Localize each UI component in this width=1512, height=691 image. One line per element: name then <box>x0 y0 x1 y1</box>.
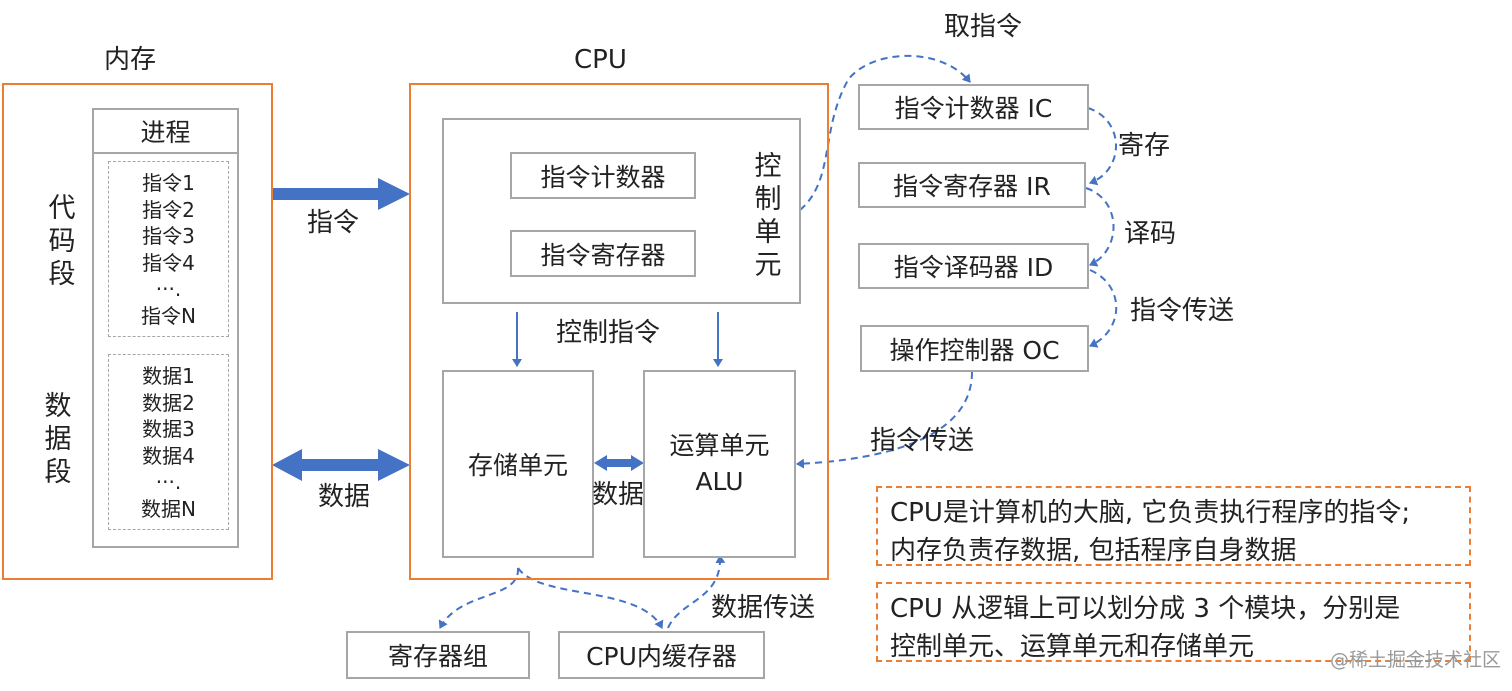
memory-box <box>2 83 273 580</box>
control-instruction-label: 控制指令 <box>556 318 661 348</box>
storage-unit-box: 存储单元 <box>442 370 594 558</box>
cpu-title: CPU <box>574 45 627 75</box>
storage-alu-data-label: 数据 <box>592 480 645 510</box>
data-segment-label: 数 据 段 <box>40 390 76 489</box>
data-item: 数据N <box>141 496 196 521</box>
fetch-dashed-arrow <box>799 54 971 211</box>
register-group-box: 寄存器组 <box>346 631 530 679</box>
control-unit-char: 元 <box>754 250 782 281</box>
data-item: 数据4 <box>142 443 195 468</box>
note-line: 内存负责存数据, 包括程序自身数据 <box>890 536 1297 566</box>
instruction-item: ···. <box>155 277 182 301</box>
data-item: 数据1 <box>142 364 195 388</box>
data-item: 数据2 <box>142 390 195 415</box>
instruction-item: 指令N <box>141 303 196 328</box>
fetch-label: 取指令 <box>944 12 1023 42</box>
process-title: 进程 <box>92 108 239 154</box>
alu-sublabel: ALU <box>695 467 744 496</box>
ir-to-id-arrow <box>1085 187 1115 267</box>
id-to-oc-arrow <box>1089 269 1118 348</box>
pipeline-step-oc: 操作控制器 OC <box>860 325 1089 372</box>
to-alu-transfer-label: 指令传送 <box>870 426 975 456</box>
cpu-box <box>409 83 829 580</box>
instruction-item: 指令4 <box>142 250 195 275</box>
code-segment-char: 段 <box>48 259 76 290</box>
instruction-counter-box: 指令计数器 <box>510 152 696 199</box>
instruction-list: 指令1 指令2 指令3 指令4 ···. 指令N <box>109 162 228 329</box>
note-line: CPU 从逻辑上可以划分成 3 个模块，分别是 <box>890 594 1401 624</box>
pipeline-step-ir: 指令寄存器 IR <box>858 162 1086 208</box>
data-double-arrow <box>272 449 410 481</box>
ic-to-ir-arrow <box>1087 107 1117 186</box>
code-segment-char: 代 <box>48 193 76 224</box>
note-cpu-modules: CPU 从逻辑上可以划分成 3 个模块，分别是 控制单元、运算单元和存储单元 <box>876 582 1471 662</box>
memory-title: 内存 <box>104 45 157 75</box>
code-segment-char: 码 <box>48 226 76 257</box>
transition-label-decode: 译码 <box>1124 219 1177 249</box>
data-transfer-label: 数据传送 <box>711 593 816 623</box>
data-list: 数据1 数据2 数据3 数据4 ···. 数据N <box>109 355 228 522</box>
control-unit-char: 单 <box>754 217 782 248</box>
data-segment-char: 段 <box>44 457 72 488</box>
note-line: 控制单元、运算单元和存储单元 <box>890 632 1255 662</box>
storage-alu-double-arrow <box>594 455 644 471</box>
code-segment-label: 代 码 段 <box>44 192 80 291</box>
data-arrow-label: 数据 <box>318 482 371 512</box>
data-item: 数据3 <box>142 417 195 441</box>
instruction-arrow <box>272 178 410 210</box>
control-unit-label: 控 制 单 元 <box>750 150 786 282</box>
process-box <box>92 152 239 548</box>
data-segment-char: 数 <box>44 391 72 422</box>
transition-label-store: 寄存 <box>1118 131 1171 161</box>
instruction-item: 指令2 <box>142 197 195 222</box>
instruction-item: 指令1 <box>142 171 195 195</box>
cpu-cache-box: CPU内缓存器 <box>558 631 765 679</box>
code-segment-box: 指令1 指令2 指令3 指令4 ···. 指令N <box>108 161 229 337</box>
pipeline-step-ic: 指令计数器 IC <box>858 84 1089 130</box>
instruction-register-box: 指令寄存器 <box>510 230 696 277</box>
pipeline-step-id: 指令译码器 ID <box>858 243 1089 289</box>
storage-to-cache-arrow <box>517 567 664 629</box>
instruction-item: 指令3 <box>142 224 195 248</box>
alu-label: 运算单元 <box>669 431 770 460</box>
control-unit-char: 制 <box>754 184 782 215</box>
watermark: @稀土掘金技术社区 <box>1330 649 1502 671</box>
data-item: ···. <box>155 470 182 494</box>
note-cpu-memory: CPU是计算机的大脑, 它负责执行程序的指令; 内存负责存数据, 包括程序自身数… <box>876 486 1471 566</box>
data-segment-char: 据 <box>44 424 72 455</box>
data-segment-box: 数据1 数据2 数据3 数据4 ···. 数据N <box>108 354 229 530</box>
alu-box: 运算单元 ALU <box>643 370 796 558</box>
note-line: CPU是计算机的大脑, 它负责执行程序的指令; <box>890 498 1411 528</box>
instruction-arrow-label: 指令 <box>307 208 360 238</box>
storage-to-register-arrow <box>438 567 520 629</box>
control-unit-char: 控 <box>754 151 782 182</box>
transition-label-transfer: 指令传送 <box>1130 296 1235 326</box>
